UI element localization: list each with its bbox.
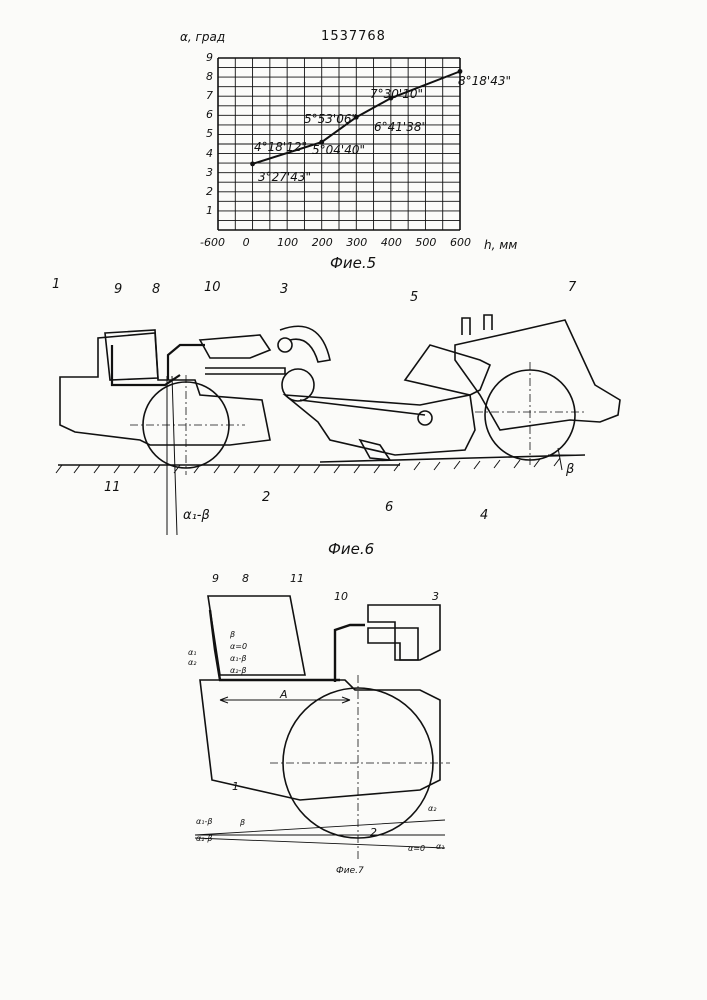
fig7-bottom-a1b: α₁-β xyxy=(196,817,212,826)
x-tick-label: 600 xyxy=(450,236,471,249)
pipe-10 xyxy=(168,345,205,380)
y-tick-label: 2 xyxy=(206,185,213,198)
angle-annotation: 6°41'38" xyxy=(374,120,427,134)
fig7-bottom-a2: α₂ xyxy=(428,804,436,813)
fig6-label-6: 6 xyxy=(385,500,393,515)
fig7-label-9: 9 xyxy=(212,572,219,585)
angle-annotation: 3°27'43" xyxy=(258,170,311,184)
pivot-upper xyxy=(278,338,292,352)
fig5-ylabel: α, град xyxy=(180,30,225,44)
fig6-label-10: 10 xyxy=(204,280,221,295)
fig6-label-9: 9 xyxy=(114,282,122,297)
fig6-drawing xyxy=(56,315,620,535)
engine-5 xyxy=(405,345,490,395)
fig6-label-5: 5 xyxy=(410,290,418,305)
rear-body-7 xyxy=(455,320,620,430)
fig7-label-2: 2 xyxy=(370,826,377,839)
fig6-label-2: 2 xyxy=(262,490,270,505)
fig6-label-11: 11 xyxy=(104,480,121,495)
wheel-centerline-fig7 xyxy=(270,675,450,860)
fig7-angle-a0: α=0 xyxy=(230,642,247,651)
y-tick-label: 3 xyxy=(206,166,213,179)
x-tick-label: 0 xyxy=(243,236,250,249)
tractor-body xyxy=(60,333,270,445)
angle-annotation: 4°18'12" xyxy=(254,140,307,154)
x-tick-label: 400 xyxy=(381,236,402,249)
x-tick-label: 200 xyxy=(312,236,333,249)
fig6-angle-label: α₁-β xyxy=(183,508,210,523)
hitch-3-upper xyxy=(368,605,440,660)
gooseneck xyxy=(280,326,330,362)
y-tick-label: 7 xyxy=(206,89,213,102)
x-tick-label: 300 xyxy=(346,236,367,249)
y-tick-label: 9 xyxy=(206,51,213,64)
fig7-label-1: 1 xyxy=(232,780,239,793)
tank-8-outline xyxy=(208,596,305,675)
fig6-label-7: 7 xyxy=(568,280,576,295)
angle-annotation: 8°18'43" xyxy=(458,74,511,88)
fig7-bottom-a2b: α₂-β xyxy=(196,834,212,843)
hitch-3 xyxy=(200,335,270,358)
y-tick-label: 6 xyxy=(206,108,213,121)
fig6-caption: Фие.6 xyxy=(328,540,374,558)
y-tick-label: 5 xyxy=(206,127,213,140)
fig7-label-11: 11 xyxy=(290,572,304,585)
fig7-label-8: 8 xyxy=(242,572,249,585)
fig5-xlabel: h, мм xyxy=(484,238,517,252)
pipe-10-fig7 xyxy=(335,625,365,682)
y-tick-label: 1 xyxy=(206,204,213,217)
y-tick-label: 4 xyxy=(206,147,213,160)
fig7-caption: Фие.7 xyxy=(336,866,364,876)
fig7-label-10: 10 xyxy=(334,590,348,603)
fig7-angle-a1: α₁ xyxy=(188,648,196,657)
drawbar xyxy=(300,400,425,415)
x-tick-label: -600 xyxy=(200,236,225,249)
fig6-label-3: 3 xyxy=(280,282,288,297)
fig7-bottom-a1: α₁ xyxy=(436,842,444,851)
fig6-label-1: 1 xyxy=(52,277,60,292)
ground-slope xyxy=(320,455,585,462)
angle-annotation: 5°04'40" xyxy=(312,143,365,157)
exhaust-stacks xyxy=(462,315,492,335)
fig6-beta-label: β xyxy=(566,462,574,477)
data-point xyxy=(250,161,255,166)
fig7-bottom-beta: β xyxy=(240,818,245,827)
angle-annotation: 7°30'10" xyxy=(370,87,423,101)
hitch-3-box xyxy=(368,628,418,660)
angle-annotation: 5°53'06" xyxy=(304,112,357,126)
fig5-caption: Фие.5 xyxy=(330,254,376,272)
fig7-label-3: 3 xyxy=(432,590,439,603)
x-tick-label: 500 xyxy=(415,236,436,249)
y-tick-label: 8 xyxy=(206,70,213,83)
fig7-dim-label: A xyxy=(280,688,288,701)
fig7-bottom-a0: α=0 xyxy=(408,844,425,853)
fig7-angle-a1b: α₁-β xyxy=(230,654,246,663)
pivot-4 xyxy=(418,411,432,425)
reference-line-tilt xyxy=(172,376,177,535)
x-tick-label: 100 xyxy=(277,236,298,249)
fig7-angle-a2b: α₂-β xyxy=(230,666,246,675)
hitch-arm xyxy=(205,368,285,374)
fig6-label-4: 4 xyxy=(480,508,488,523)
beta-marker xyxy=(548,448,580,470)
fig7-angle-a2: α₂ xyxy=(188,658,196,667)
fig7-angle-beta: β xyxy=(230,630,235,639)
fig6-label-8: 8 xyxy=(152,282,160,297)
